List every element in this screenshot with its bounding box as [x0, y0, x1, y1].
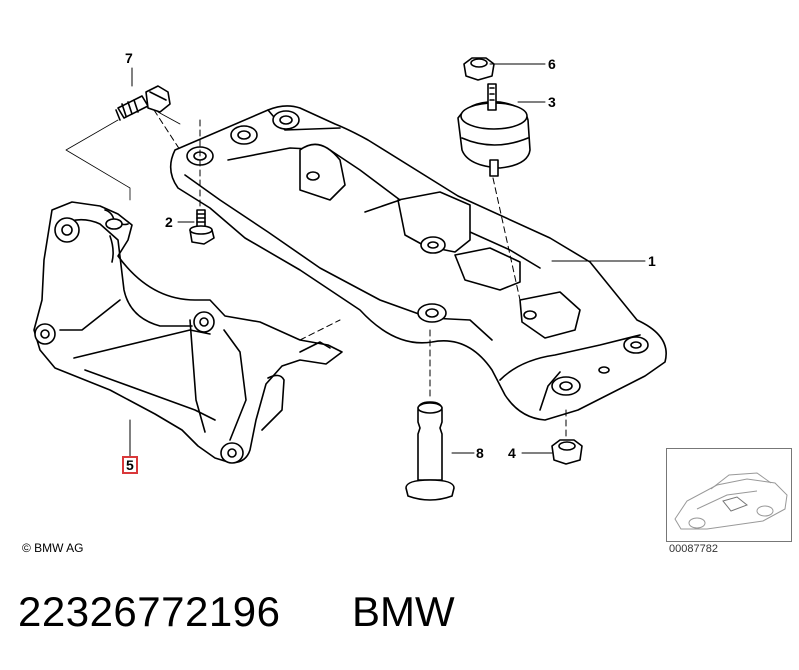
brand-name: BMW [352, 588, 455, 635]
vehicle-thumbnail [666, 448, 792, 542]
assembly-lines [153, 109, 567, 441]
callout-4: 4 [508, 445, 516, 461]
transmission-crossmember [169, 105, 667, 421]
callout-7: 7 [125, 50, 133, 66]
guide-lines [65, 111, 181, 201]
diagram-number: 00087782 [669, 543, 718, 555]
callout-1: 1 [648, 253, 656, 269]
gearbox-support-bracket [33, 201, 343, 464]
flange-bolt [189, 209, 215, 245]
hex-bolt [115, 85, 171, 121]
copyright-text: © BMW AG [22, 541, 84, 555]
callout-8: 8 [476, 445, 484, 461]
leader-lines [129, 63, 646, 457]
part-number: 22326772196 [18, 588, 281, 635]
nut-bottom [551, 439, 583, 465]
shoulder-bolt [405, 401, 455, 501]
callout-6: 6 [548, 56, 556, 72]
nut-top [463, 57, 495, 81]
rubber-mount [457, 83, 531, 177]
callout-5: 5 [122, 456, 138, 474]
car-silhouette-icon [674, 472, 788, 530]
callout-3: 3 [548, 94, 556, 110]
callout-2: 2 [165, 214, 173, 230]
